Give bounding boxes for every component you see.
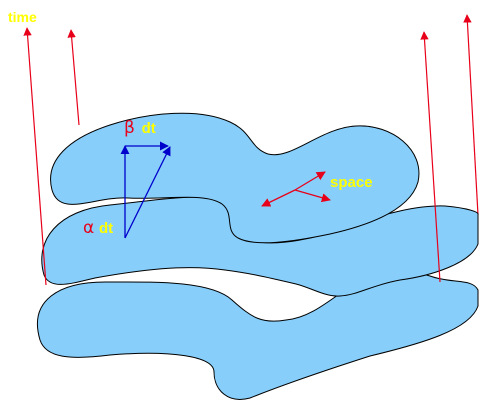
time-label: time [8,9,37,25]
time-axis-line-left-back [67,29,80,126]
time-axis-line-right-front [420,31,441,283]
space-arrow-right [294,189,331,203]
time-axis-line-right-back [463,14,479,216]
space-label: space [330,174,373,191]
space-arrow-left [261,189,296,207]
space-arrow-up-right [294,171,326,191]
lapse-label: α dt [83,218,113,238]
hypersurface-bottom [37,270,479,400]
lapse-greek-alpha: α [83,218,94,238]
shift-label: β dt [124,118,156,138]
space-direction-arrows [261,171,331,207]
normal-time-vector [124,146,171,239]
time-axis-line-left-front [23,27,47,286]
lapse-dt: dt [99,220,113,237]
shift-greek-beta: β [124,118,135,138]
shift-dt: dt [142,120,156,137]
lapse-shift-vectors [120,141,171,239]
